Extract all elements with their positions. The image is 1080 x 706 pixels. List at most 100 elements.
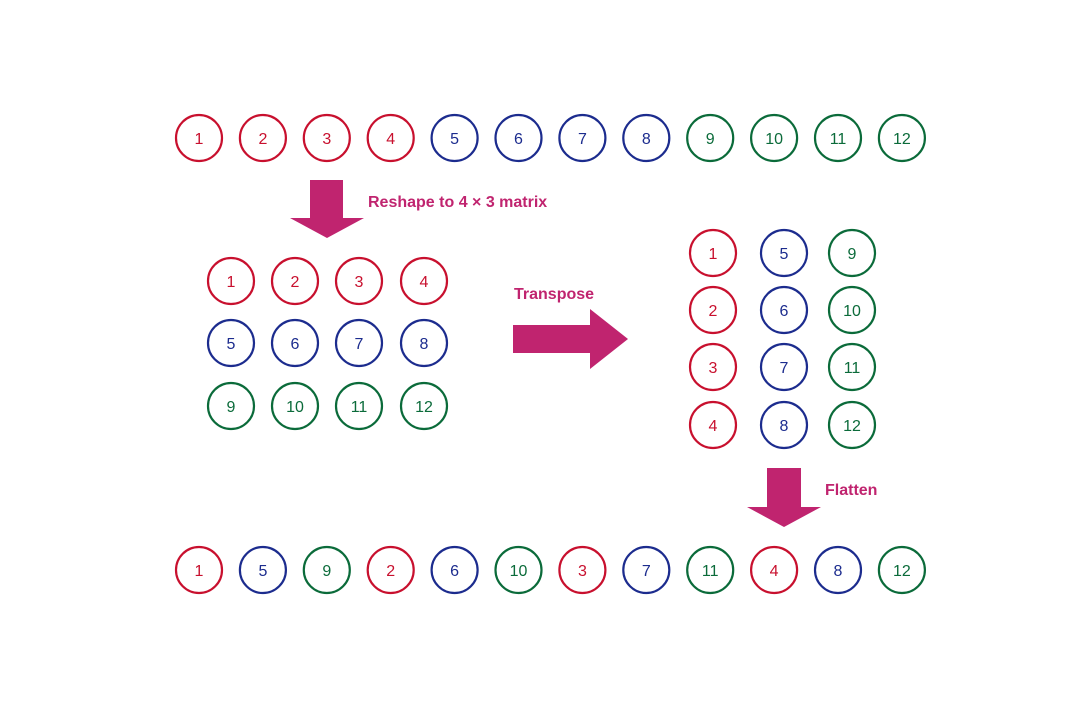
transposed-cell: 8 xyxy=(759,400,809,450)
circle-outline xyxy=(813,113,863,163)
circle-outline xyxy=(399,318,449,368)
transposed-cell: 4 xyxy=(688,400,738,450)
circle-outline xyxy=(430,545,479,595)
reshaped-cell: 5 xyxy=(206,318,256,368)
circle-outline xyxy=(622,113,671,163)
transposed-cell: 12 xyxy=(827,400,877,450)
flattened-element: 3 xyxy=(558,545,607,595)
circle-number: 1 xyxy=(195,563,204,580)
reshaped-cell: 9 xyxy=(206,381,256,431)
circle-outline xyxy=(334,381,384,431)
circle-number: 4 xyxy=(709,418,718,435)
circle-outline xyxy=(749,113,799,163)
circle-outline xyxy=(686,113,735,163)
circle-outline xyxy=(270,381,320,431)
original-element: 9 xyxy=(686,113,735,163)
transposed-cell: 10 xyxy=(827,285,877,335)
original-element: 2 xyxy=(238,113,287,163)
circle-outline xyxy=(827,342,877,392)
transposed-cell: 6 xyxy=(759,285,809,335)
flattened-element: 9 xyxy=(302,545,351,595)
circle-outline xyxy=(270,256,320,306)
circle-outline xyxy=(206,318,256,368)
circle-outline xyxy=(622,545,671,595)
circle-number: 10 xyxy=(765,131,783,148)
flattened-element: 8 xyxy=(813,545,863,595)
circle-number: 3 xyxy=(578,563,587,580)
circle-number: 5 xyxy=(258,563,267,580)
flattened-element: 1 xyxy=(174,545,224,595)
circle-outline xyxy=(334,318,384,368)
circle-number: 7 xyxy=(780,360,789,377)
flattened-element: 4 xyxy=(749,545,799,595)
circle-outline xyxy=(558,545,607,595)
circle-number: 2 xyxy=(258,131,267,148)
circle-outline xyxy=(430,113,479,163)
circle-outline xyxy=(827,285,877,335)
circle-number: 7 xyxy=(642,563,651,580)
circle-number: 12 xyxy=(415,399,433,416)
circle-number: 4 xyxy=(386,131,395,148)
circle-outline xyxy=(749,545,799,595)
original-element: 12 xyxy=(877,113,927,163)
flatten-arrow xyxy=(747,468,821,527)
circle-number: 11 xyxy=(830,131,847,148)
reshaped-cell: 12 xyxy=(399,381,449,431)
circle-outline xyxy=(813,545,863,595)
transposed-cell: 1 xyxy=(688,228,738,278)
reshaped-cell: 10 xyxy=(270,381,320,431)
flattened-element: 12 xyxy=(877,545,927,595)
circle-number: 12 xyxy=(893,131,911,148)
reshaped-cell: 3 xyxy=(334,256,384,306)
circle-number: 8 xyxy=(834,563,843,580)
transposed-cell: 5 xyxy=(759,228,809,278)
circle-number: 5 xyxy=(780,246,789,263)
circle-number: 6 xyxy=(780,303,789,320)
transposed-cell: 11 xyxy=(827,342,877,392)
circle-number: 12 xyxy=(843,418,861,435)
circle-outline xyxy=(688,285,738,335)
flatten-label: Flatten xyxy=(825,482,878,499)
circle-number: 1 xyxy=(227,274,236,291)
circle-number: 6 xyxy=(450,563,459,580)
original-element: 11 xyxy=(813,113,863,163)
circle-outline xyxy=(366,545,415,595)
circle-outline xyxy=(759,400,809,450)
circle-outline xyxy=(334,256,384,306)
circle-number: 1 xyxy=(709,246,718,263)
circle-number: 9 xyxy=(706,131,715,148)
circle-outline xyxy=(759,342,809,392)
flattened-element: 5 xyxy=(238,545,287,595)
reshape-arrow xyxy=(290,180,364,238)
flattened-element: 10 xyxy=(494,545,543,595)
circle-number: 2 xyxy=(291,274,300,291)
original-element: 1 xyxy=(174,113,224,163)
circle-number: 8 xyxy=(642,131,651,148)
flattened-element: 7 xyxy=(622,545,671,595)
circle-number: 5 xyxy=(450,131,459,148)
circle-outline xyxy=(270,318,320,368)
circle-outline xyxy=(238,545,287,595)
circle-outline xyxy=(759,285,809,335)
circle-number: 6 xyxy=(514,131,523,148)
circle-outline xyxy=(688,342,738,392)
circle-outline xyxy=(877,545,927,595)
circle-outline xyxy=(688,228,738,278)
transpose-label: Transpose xyxy=(514,286,595,303)
reshaped-cell: 7 xyxy=(334,318,384,368)
circle-outline xyxy=(206,381,256,431)
circle-outline xyxy=(558,113,607,163)
circle-number: 11 xyxy=(844,360,861,377)
circle-number: 9 xyxy=(322,563,331,580)
circle-outline xyxy=(494,545,543,595)
original-element: 3 xyxy=(302,113,351,163)
circle-outline xyxy=(877,113,927,163)
original-element: 4 xyxy=(366,113,415,163)
circle-number: 3 xyxy=(355,274,364,291)
circle-number: 3 xyxy=(709,360,718,377)
original-element: 7 xyxy=(558,113,607,163)
reshaped-cell: 6 xyxy=(270,318,320,368)
circle-number: 11 xyxy=(351,399,368,416)
circle-number: 1 xyxy=(195,131,204,148)
